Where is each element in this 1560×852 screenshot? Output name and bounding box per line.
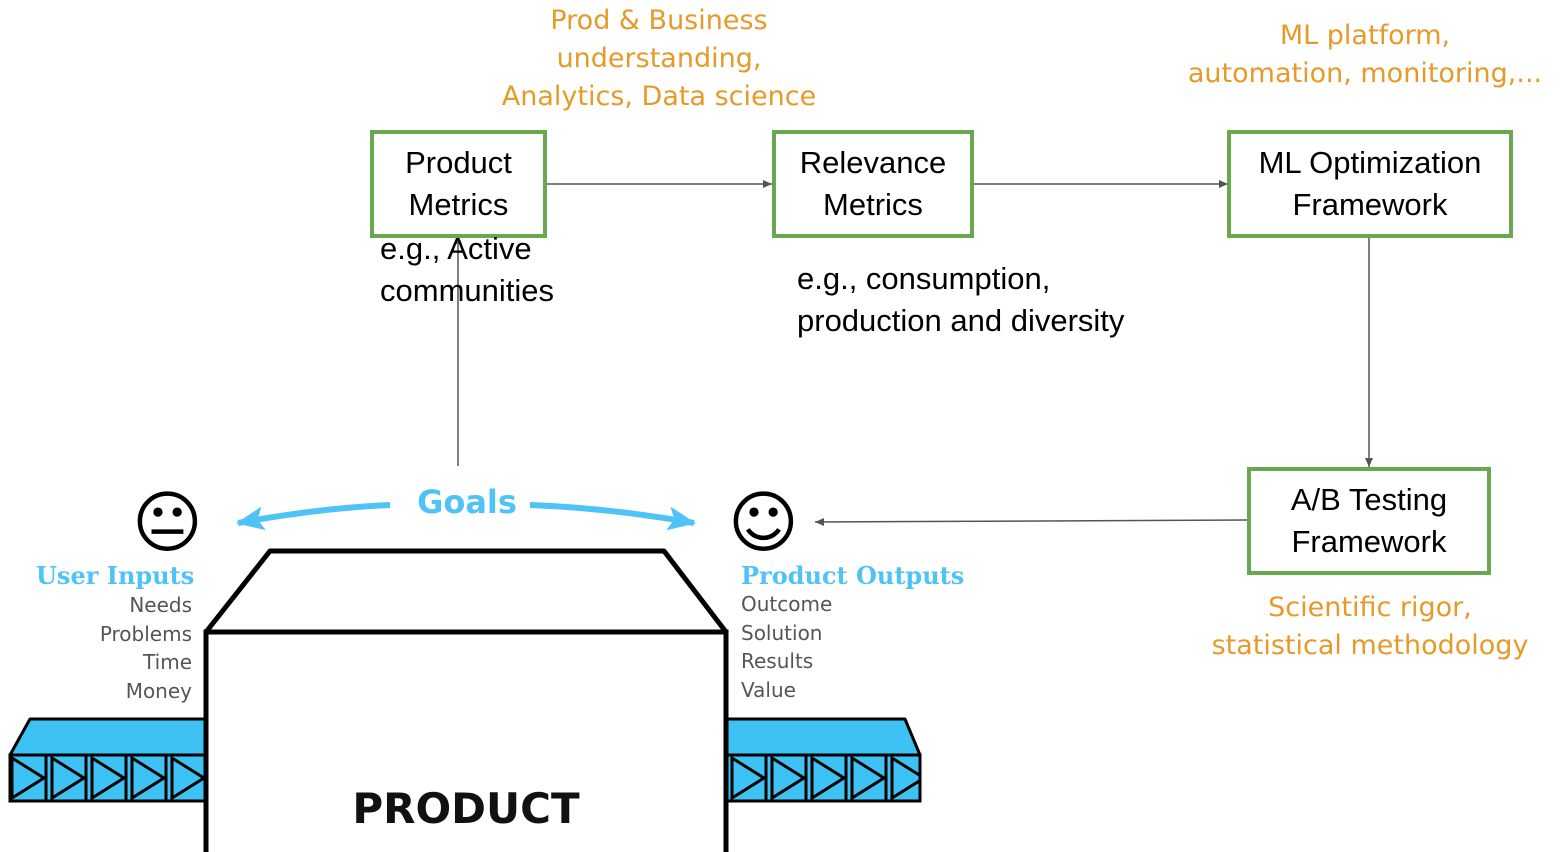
smiley-face-icon: ☺ <box>728 484 799 563</box>
note-scientific-rigor: Scientific rigor, statistical methodolog… <box>1211 592 1529 661</box>
list-item: Value <box>741 677 796 702</box>
list-item: Problems <box>99 621 192 646</box>
list-item: Results <box>741 649 814 673</box>
product-outputs-title: Product Outputs <box>741 561 965 590</box>
arrow-ab-to-outputs <box>814 517 1249 526</box>
product-box <box>203 548 729 852</box>
goals-arrow-left <box>236 502 391 531</box>
product-label: PRODUCT <box>352 784 580 833</box>
list-item: Needs <box>129 593 192 617</box>
neutral-face-icon: 😐 <box>132 484 203 563</box>
example-product-metrics: e.g., Active communities <box>380 231 554 308</box>
user-inputs-title: User Inputs <box>36 561 195 590</box>
goals-label: Goals <box>417 483 517 521</box>
list-item: Time <box>143 650 192 674</box>
output-conveyor <box>724 717 922 803</box>
goals-arrow-right <box>529 502 696 531</box>
list-item: Solution <box>741 620 823 645</box>
note-product-understanding: Prod & Business understanding, Analytics… <box>501 5 817 112</box>
list-item: Money <box>125 678 192 703</box>
product-outputs-list: Outcome Solution Results Value <box>741 590 832 704</box>
note-ml-platform: ML platform, automation, monitoring,... <box>1187 20 1543 89</box>
user-inputs-list: Needs Problems Time Money <box>100 591 192 705</box>
example-relevance-metrics: e.g., consumption, production and divers… <box>797 261 1125 338</box>
list-item: Outcome <box>741 592 833 616</box>
input-conveyor <box>8 717 212 803</box>
